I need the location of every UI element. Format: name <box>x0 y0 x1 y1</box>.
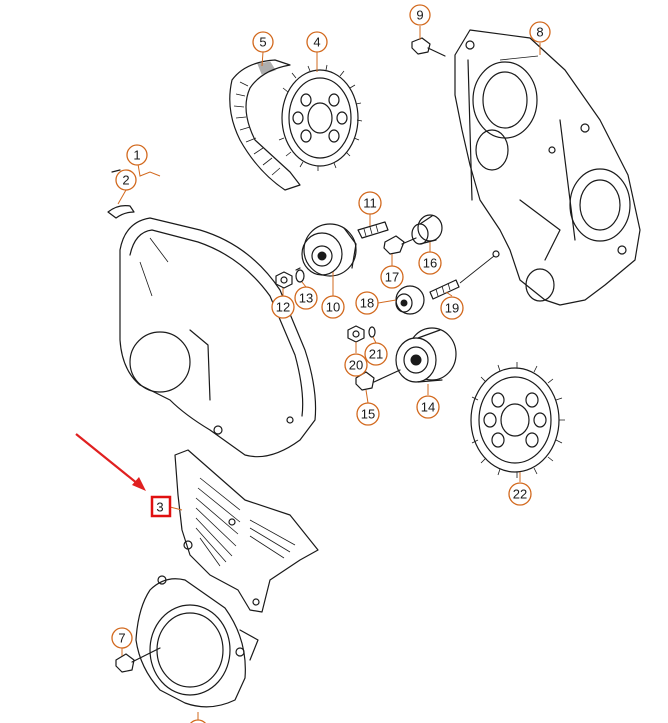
spacer-sleeve-16 <box>411 214 443 245</box>
callout-3-label: 3 <box>156 500 163 515</box>
callout-19[interactable]: 19 <box>440 296 464 320</box>
callout-2-label: 2 <box>122 173 129 188</box>
callout-5-label: 5 <box>259 35 266 50</box>
callout-10[interactable]: 10 <box>321 295 345 319</box>
callout-7[interactable]: 7 <box>111 627 133 649</box>
callout-21-label: 21 <box>369 347 383 362</box>
callout-3[interactable]: 3 <box>150 495 172 518</box>
nut-20 <box>347 325 365 343</box>
callout-13[interactable]: 13 <box>294 286 318 310</box>
callout-13-label: 13 <box>299 291 313 306</box>
bolt-9 <box>411 37 446 57</box>
lower-timing-cover <box>135 575 259 708</box>
callout-22-label: 22 <box>513 487 527 502</box>
stud-11 <box>357 221 389 239</box>
clip-part-2 <box>107 169 135 219</box>
callout-14[interactable]: 14 <box>416 395 440 419</box>
callout-partial-bottom <box>189 712 207 723</box>
washer-21 <box>368 326 376 338</box>
nut-12 <box>275 271 293 289</box>
callout-2[interactable]: 2 <box>115 169 137 191</box>
guide-pulley-14 <box>395 327 457 383</box>
callout-20-label: 20 <box>349 358 363 373</box>
callout-7-label: 7 <box>118 631 125 646</box>
camshaft-sprocket <box>278 64 363 171</box>
callout-17[interactable]: 17 <box>380 265 404 289</box>
stud-19 <box>429 250 500 300</box>
bolt-15 <box>355 369 401 391</box>
callout-5[interactable]: 5 <box>252 31 274 53</box>
upper-timing-cover <box>119 217 317 458</box>
callout-22[interactable]: 22 <box>508 482 532 506</box>
callout-1-label: 1 <box>133 148 140 163</box>
callout-18[interactable]: 18 <box>355 291 379 315</box>
highlight-arrow <box>75 433 146 491</box>
callout-12-label: 12 <box>276 300 290 315</box>
bolt-17 <box>383 235 417 255</box>
callout-11[interactable]: 11 <box>358 191 382 215</box>
callout-9-label: 9 <box>416 8 423 23</box>
tensioner-roller-10 <box>301 223 357 277</box>
callout-18-label: 18 <box>360 296 374 311</box>
callout-10-label: 10 <box>326 300 340 315</box>
middle-cover-plate <box>174 449 319 613</box>
callout-17-label: 17 <box>385 270 399 285</box>
callout-8[interactable]: 8 <box>529 21 551 43</box>
callout-16-label: 16 <box>423 256 437 271</box>
crankshaft-sprocket-22 <box>470 362 565 478</box>
idler-pulley-18 <box>395 285 425 315</box>
callout-19-label: 19 <box>445 301 459 316</box>
callout-12[interactable]: 12 <box>271 295 295 319</box>
rear-timing-housing <box>454 29 641 306</box>
callout-14-label: 14 <box>421 400 435 415</box>
callout-4[interactable]: 4 <box>306 31 328 53</box>
callout-21[interactable]: 21 <box>364 342 388 366</box>
callout-4-label: 4 <box>313 35 320 50</box>
callout-15[interactable]: 15 <box>356 402 380 426</box>
bolt-7 <box>115 647 161 673</box>
callout-1[interactable]: 1 <box>126 144 148 166</box>
callout-11-label: 11 <box>363 196 377 211</box>
callout-9[interactable]: 9 <box>409 4 431 26</box>
callout-16[interactable]: 16 <box>418 251 442 275</box>
callout-20[interactable]: 20 <box>344 353 368 377</box>
washer-13 <box>295 267 305 283</box>
callout-15-label: 15 <box>361 407 375 422</box>
callout-8-label: 8 <box>536 25 543 40</box>
